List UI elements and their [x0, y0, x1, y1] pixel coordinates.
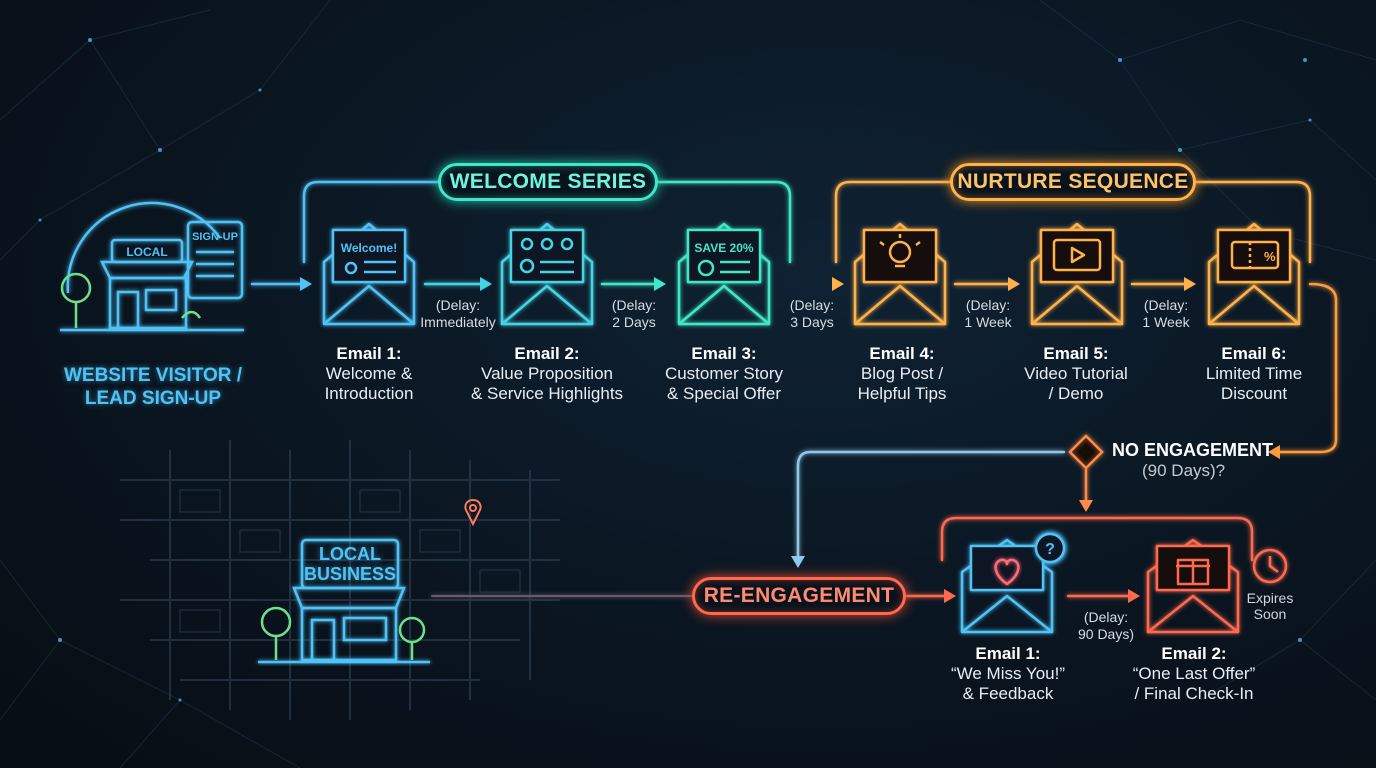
email2-envelope-icon [500, 222, 594, 326]
delay-4: (Delay: 1 Week [964, 297, 1012, 330]
decision-condition: (90 Days)? [1142, 461, 1226, 480]
re-email1-envelope-icon [960, 538, 1054, 634]
delay-2: (Delay: 2 Days [611, 297, 657, 330]
email3-title: Email 3: [691, 344, 757, 363]
email2-label: Email 2: Value Proposition & Service Hig… [457, 344, 637, 404]
question-bubble-icon [1034, 532, 1066, 564]
source-node: LOCAL SIGN-UP [52, 198, 252, 343]
email5-line2: / Demo [1048, 384, 1104, 403]
email6-line2: Discount [1220, 384, 1288, 403]
email1-line1: Welcome & [325, 364, 413, 383]
email1-letter-text: Welcome! [341, 241, 397, 255]
email1-line2: Introduction [324, 384, 414, 403]
re-engagement-label: RE-ENGAGEMENT [692, 577, 906, 615]
re-email1-line2: & Feedback [962, 684, 1054, 703]
email1-envelope-icon [322, 222, 416, 326]
svg-text:%: % [1264, 249, 1276, 264]
heart-icon [994, 558, 1020, 586]
svg-text:?: ? [1045, 541, 1055, 558]
email5-envelope-icon [1030, 222, 1124, 326]
clock-icon [1252, 548, 1288, 584]
map-pin-icon [464, 498, 482, 527]
re-email1-label: Email 1: “We Miss You!” & Feedback [930, 644, 1086, 704]
email3-line1: Customer Story [664, 364, 784, 383]
email3-label: Email 3: Customer Story & Special Offer [648, 344, 800, 404]
source-label-line1: WEBSITE VISITOR / [63, 365, 243, 386]
re-email2-line1: “One Last Offer” [1132, 664, 1256, 683]
email3-envelope-icon [677, 222, 771, 326]
delay-5: (Delay: 1 Week [1142, 297, 1190, 330]
email5-title: Email 5: [1043, 344, 1109, 363]
welcome-series-label: WELCOME SERIES [438, 163, 658, 201]
re-email2-envelope-icon [1146, 538, 1240, 634]
email2-line2: & Service Highlights [470, 384, 624, 403]
email4-line1: Blog Post / [860, 364, 944, 383]
local-business-storefront-icon [258, 538, 430, 664]
email5-line1: Video Tutorial [1024, 364, 1128, 383]
email4-title: Email 4: [869, 344, 935, 363]
expires-soon-label: Expires Soon [1246, 590, 1294, 622]
re-email2-line2: / Final Check-In [1134, 684, 1254, 703]
decision-question: NO ENGAGEMENT [1112, 440, 1274, 460]
source-label-line2: LEAD SIGN-UP [84, 388, 222, 409]
delay-1: (Delay: Immediately [420, 297, 496, 330]
re-email2-label: Email 2: “One Last Offer” / Final Check-… [1112, 644, 1276, 704]
re-email2-title: Email 2: [1161, 644, 1227, 663]
email6-line1: Limited Time [1205, 364, 1303, 383]
delay-3: (Delay: 3 Days [789, 297, 835, 330]
email5-label: Email 5: Video Tutorial / Demo [1006, 344, 1146, 404]
email4-label: Email 4: Blog Post / Helpful Tips [832, 344, 972, 404]
source-label: WEBSITE VISITOR / LEAD SIGN-UP [40, 364, 266, 410]
email4-envelope-icon [853, 222, 947, 326]
form-title-text: SIGN-UP [192, 231, 238, 243]
store-sign-text: LOCAL [126, 245, 167, 259]
re-email1-line1: “We Miss You!” [950, 664, 1065, 683]
re-email1-title: Email 1: [975, 644, 1041, 663]
email2-title: Email 2: [514, 344, 580, 363]
email3-line2: & Special Offer [666, 384, 782, 403]
nurture-sequence-label: NURTURE SEQUENCE [950, 163, 1196, 201]
email1-title: Email 1: [336, 344, 402, 363]
email6-envelope-icon: % [1207, 222, 1301, 326]
re-delay: (Delay: 90 Days) [1077, 609, 1135, 642]
email6-label: Email 6: Limited Time Discount [1184, 344, 1324, 404]
email6-title: Email 6: [1221, 344, 1287, 363]
email1-label: Email 1: Welcome & Introduction [296, 344, 442, 404]
storefront-signup-icon: LOCAL SIGN-UP [60, 201, 244, 332]
email4-line2: Helpful Tips [857, 384, 947, 403]
email2-line1: Value Proposition [481, 364, 613, 383]
email3-letter-text: SAVE 20% [694, 241, 753, 255]
local-business-sign: LOCAL BUSINESS [303, 544, 397, 584]
